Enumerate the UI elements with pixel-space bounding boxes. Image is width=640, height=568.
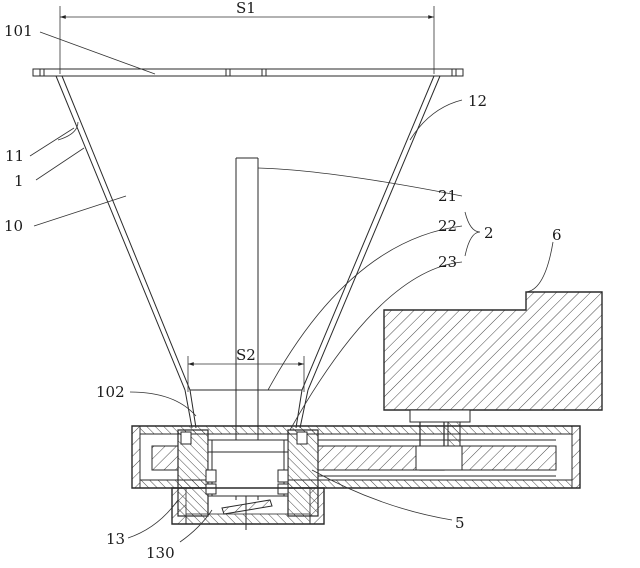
- label-101: 101: [4, 22, 33, 40]
- label-130: 130: [146, 544, 175, 562]
- dimension-s2: S2: [187, 346, 305, 392]
- label-23: 23: [438, 253, 457, 271]
- label-2: 2: [484, 224, 494, 242]
- label-11: 11: [5, 147, 24, 165]
- valve-assembly: [171, 429, 325, 530]
- label-21: 21: [438, 187, 457, 205]
- funnel-hopper: [55, 75, 441, 429]
- dimension-s1-label: S1: [236, 0, 256, 17]
- leader-lines: [29, 31, 554, 543]
- label-22: 22: [438, 217, 457, 235]
- dimension-s1: S1: [59, 0, 435, 74]
- label-13: 13: [106, 530, 125, 548]
- motor-block: [383, 291, 603, 471]
- dimension-s2-label: S2: [236, 346, 256, 364]
- callout-labels: 101 11 1 10 12 21 22 23 2 6 102 5 13 130: [4, 22, 562, 562]
- label-5: 5: [455, 514, 465, 532]
- base-housing: [131, 425, 581, 489]
- label-6: 6: [552, 226, 562, 244]
- label-10: 10: [4, 217, 23, 235]
- label-12: 12: [468, 92, 487, 110]
- label-102: 102: [96, 383, 125, 401]
- top-flange: [32, 68, 464, 77]
- label-1: 1: [14, 172, 24, 190]
